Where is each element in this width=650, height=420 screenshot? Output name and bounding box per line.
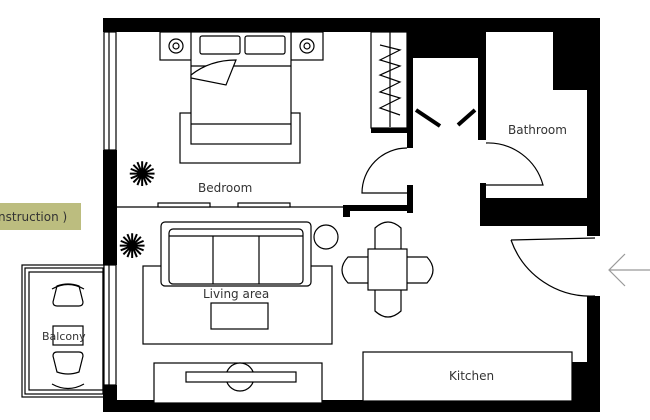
- dining-set: [341, 221, 434, 318]
- walls: [103, 18, 600, 412]
- room-label-balcony: Balcony: [42, 330, 86, 343]
- pillow: [244, 35, 286, 55]
- note-banner-text: nstruction ): [0, 210, 67, 224]
- arrow-left-icon: [608, 253, 650, 287]
- pillow: [199, 35, 241, 55]
- wardrobe: [370, 31, 408, 129]
- bedroom-door: [361, 147, 408, 194]
- balcony-table: [52, 325, 84, 346]
- balcony: Balcony: [21, 264, 105, 398]
- plant-icon: ✺: [128, 155, 157, 195]
- side-table: [313, 224, 339, 250]
- entry-door: [510, 237, 596, 241]
- kitchen-counter: Kitchen: [362, 351, 573, 402]
- balcony-chair: [52, 351, 84, 375]
- window: [103, 264, 117, 386]
- svg-text:✺: ✺: [128, 155, 157, 195]
- living-area: Living area: [142, 221, 339, 404]
- doors: [361, 108, 596, 297]
- room-label-living: Living area: [203, 287, 269, 301]
- tv: [185, 371, 297, 383]
- plant-icon: ✺: [118, 227, 147, 267]
- bed: Bedroom: [159, 31, 324, 195]
- dining-table: [367, 248, 408, 291]
- coffee-table: [210, 302, 269, 330]
- bathroom-door: [485, 142, 544, 186]
- window: [103, 31, 117, 151]
- room-label-bedroom: Bedroom: [198, 181, 252, 195]
- room-label-kitchen: Kitchen: [449, 369, 494, 383]
- note-banner: nstruction ): [0, 203, 81, 230]
- balcony-chair: [52, 283, 84, 307]
- room-label-bathroom: Bathroom: [508, 123, 567, 137]
- svg-text:✺: ✺: [118, 227, 147, 267]
